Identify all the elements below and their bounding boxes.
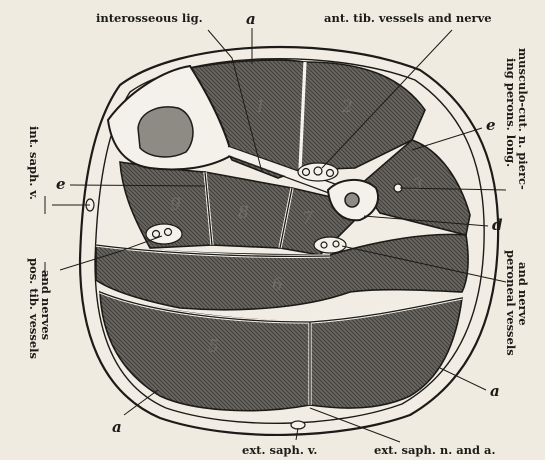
muscle-number-6: 6	[272, 275, 283, 295]
ant-tib-vessel-2	[314, 167, 322, 175]
label-pos-tib-2: and nerves	[39, 270, 53, 340]
muscle-number-2: 2	[341, 97, 353, 117]
pos-tib-vessel-2	[165, 229, 172, 236]
muscle-number-5: 5	[208, 337, 219, 357]
muscle-number-8: 8	[238, 203, 249, 223]
label-interosseous: interosseous lig.	[96, 11, 203, 25]
label-int-saph: int. saph. v.	[27, 126, 41, 200]
label-e-left: e	[56, 175, 66, 193]
tibia-marrow	[138, 107, 193, 157]
label-a-right: a	[490, 382, 500, 400]
muscle-number-1: 1	[255, 97, 266, 117]
fibula-marrow	[345, 193, 359, 207]
label-peroneal-2: and nerve	[516, 262, 530, 326]
label-ext-saph-n: ext. saph. n. and a.	[374, 443, 496, 457]
pos-tib-vessel-group	[146, 224, 182, 244]
pos-tib-vessel-1	[153, 231, 160, 238]
label-ant-tib: ant. tib. vessels and nerve	[324, 11, 492, 25]
label-e-right: e	[486, 116, 496, 134]
ant-tib-vessel-1	[303, 169, 310, 176]
label-ext-saph-v: ext. saph. v.	[242, 443, 317, 457]
label-pos-tib-1: pos. tib. vessels	[27, 258, 41, 359]
peroneal-vessel-group	[314, 237, 346, 253]
muscle-number-3: 3	[412, 175, 423, 195]
label-peroneal-1: peroneal vessels	[504, 250, 518, 356]
label-musculo-cut-2: ing perons. long.	[504, 58, 518, 167]
peroneal-vessel-1	[321, 242, 327, 248]
label-d: d	[492, 216, 503, 234]
label-a-left: a	[112, 418, 122, 436]
muscle-number-9: 9	[170, 195, 181, 215]
ant-tib-vessel-3	[327, 170, 334, 177]
ext-saph-vessel	[291, 421, 305, 429]
label-a-top: a	[246, 10, 256, 28]
peroneal-vessel-2	[333, 241, 339, 247]
muscle-number-7: 7	[302, 209, 313, 229]
